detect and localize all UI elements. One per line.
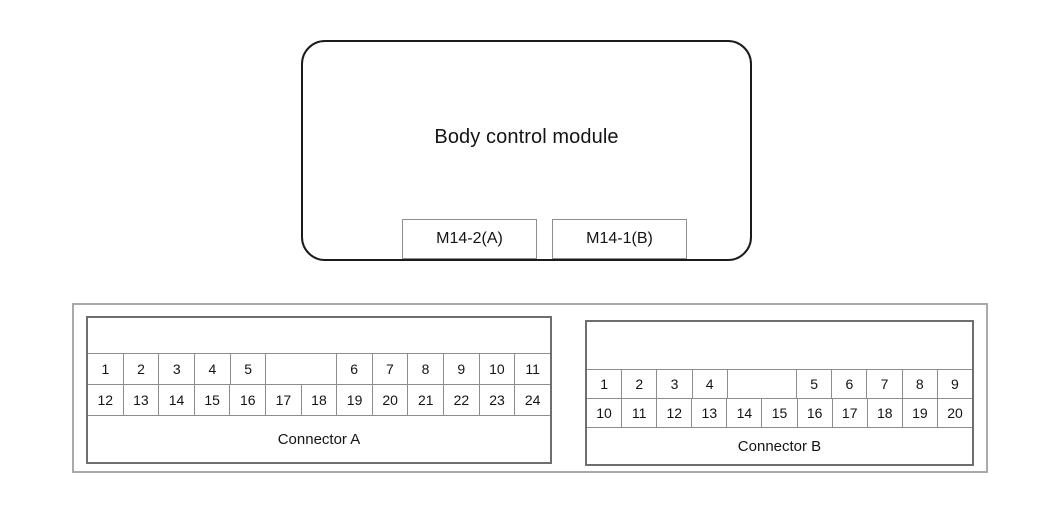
connector-a-pin-23[interactable]: 23 xyxy=(479,385,516,415)
connector-a-pin-10[interactable]: 10 xyxy=(479,354,516,384)
module-port-m14-1-b[interactable]: M14-1(B) xyxy=(552,219,687,259)
connector-b-top-blank-cell[interactable] xyxy=(727,370,798,398)
connector-b-pin-3[interactable]: 3 xyxy=(657,370,693,398)
module-port-m14-2-a[interactable]: M14-2(A) xyxy=(402,219,537,259)
connector-b-pin-2[interactable]: 2 xyxy=(622,370,658,398)
connector-a-pin-21[interactable]: 21 xyxy=(408,385,445,415)
connector-a-pin-20[interactable]: 20 xyxy=(372,385,409,415)
connector-a-top-blank-cell[interactable] xyxy=(266,354,337,384)
connector-b-pin-1[interactable]: 1 xyxy=(587,370,623,398)
connector-a-pin-5[interactable]: 5 xyxy=(230,354,267,384)
connector-b-pin-5[interactable]: 5 xyxy=(797,370,833,398)
connector-a-pin-1[interactable]: 1 xyxy=(88,354,124,384)
connector-a-pin-12[interactable]: 12 xyxy=(88,385,124,415)
connector-b-pin-9[interactable]: 9 xyxy=(937,370,973,398)
connector-a-pin-14[interactable]: 14 xyxy=(159,385,195,415)
connector-b-pin-15[interactable]: 15 xyxy=(762,399,798,427)
connector-a-pin-16[interactable]: 16 xyxy=(230,385,267,415)
connector-a-pin-8[interactable]: 8 xyxy=(408,354,444,384)
connector-a-pin-24[interactable]: 24 xyxy=(515,385,550,415)
connector-b-pin-13[interactable]: 13 xyxy=(692,399,728,427)
connector-b-pin-16[interactable]: 16 xyxy=(797,399,833,427)
connector-b-pin-19[interactable]: 19 xyxy=(902,399,938,427)
module-port-b-label: M14-1(B) xyxy=(586,230,653,247)
connector-a-pin-4[interactable]: 4 xyxy=(195,354,231,384)
connector-a-pin-18[interactable]: 18 xyxy=(301,385,338,415)
connector-b-pin-8[interactable]: 8 xyxy=(902,370,938,398)
connector-a-pin-19[interactable]: 19 xyxy=(337,385,373,415)
connector-a-pin-11[interactable]: 11 xyxy=(515,354,550,384)
connector-a-pin-2[interactable]: 2 xyxy=(123,354,160,384)
connector-a-pin-6[interactable]: 6 xyxy=(336,354,373,384)
connector-a-pin-9[interactable]: 9 xyxy=(443,354,480,384)
connector-a-pin-22[interactable]: 22 xyxy=(444,385,480,415)
connector-a-pin-15[interactable]: 15 xyxy=(194,385,231,415)
module-port-a-label: M14-2(A) xyxy=(436,230,503,247)
connector-b-pin-10[interactable]: 10 xyxy=(587,399,623,427)
connector-b-pin-11[interactable]: 11 xyxy=(622,399,658,427)
connector-b-pin-6[interactable]: 6 xyxy=(832,370,868,398)
connector-b-caption: Connector B xyxy=(587,428,972,464)
connector-a-top-blank-band xyxy=(88,318,550,353)
connector-a-pin-7[interactable]: 7 xyxy=(372,354,409,384)
connector-b-pin-14[interactable]: 14 xyxy=(727,399,763,427)
connector-a-caption: Connector A xyxy=(88,416,550,462)
connector-a-pin-13[interactable]: 13 xyxy=(123,385,160,415)
module-title: Body control module xyxy=(434,126,619,148)
connector-a-pin-3[interactable]: 3 xyxy=(159,354,196,384)
connector-b-pin-20[interactable]: 20 xyxy=(937,399,973,427)
connector-b-pin-12[interactable]: 12 xyxy=(657,399,693,427)
connector-b-pin-17[interactable]: 17 xyxy=(832,399,868,427)
connector-a-pin-17[interactable]: 17 xyxy=(266,385,302,415)
connector-b-top-blank-band xyxy=(587,322,972,369)
connector-b-pin-4[interactable]: 4 xyxy=(692,370,728,398)
connector-b-pin-18[interactable]: 18 xyxy=(867,399,903,427)
connector-b-pin-7[interactable]: 7 xyxy=(867,370,903,398)
body-control-module-diagram: Body control module M14-2(A) M14-1(B) xyxy=(301,40,752,261)
